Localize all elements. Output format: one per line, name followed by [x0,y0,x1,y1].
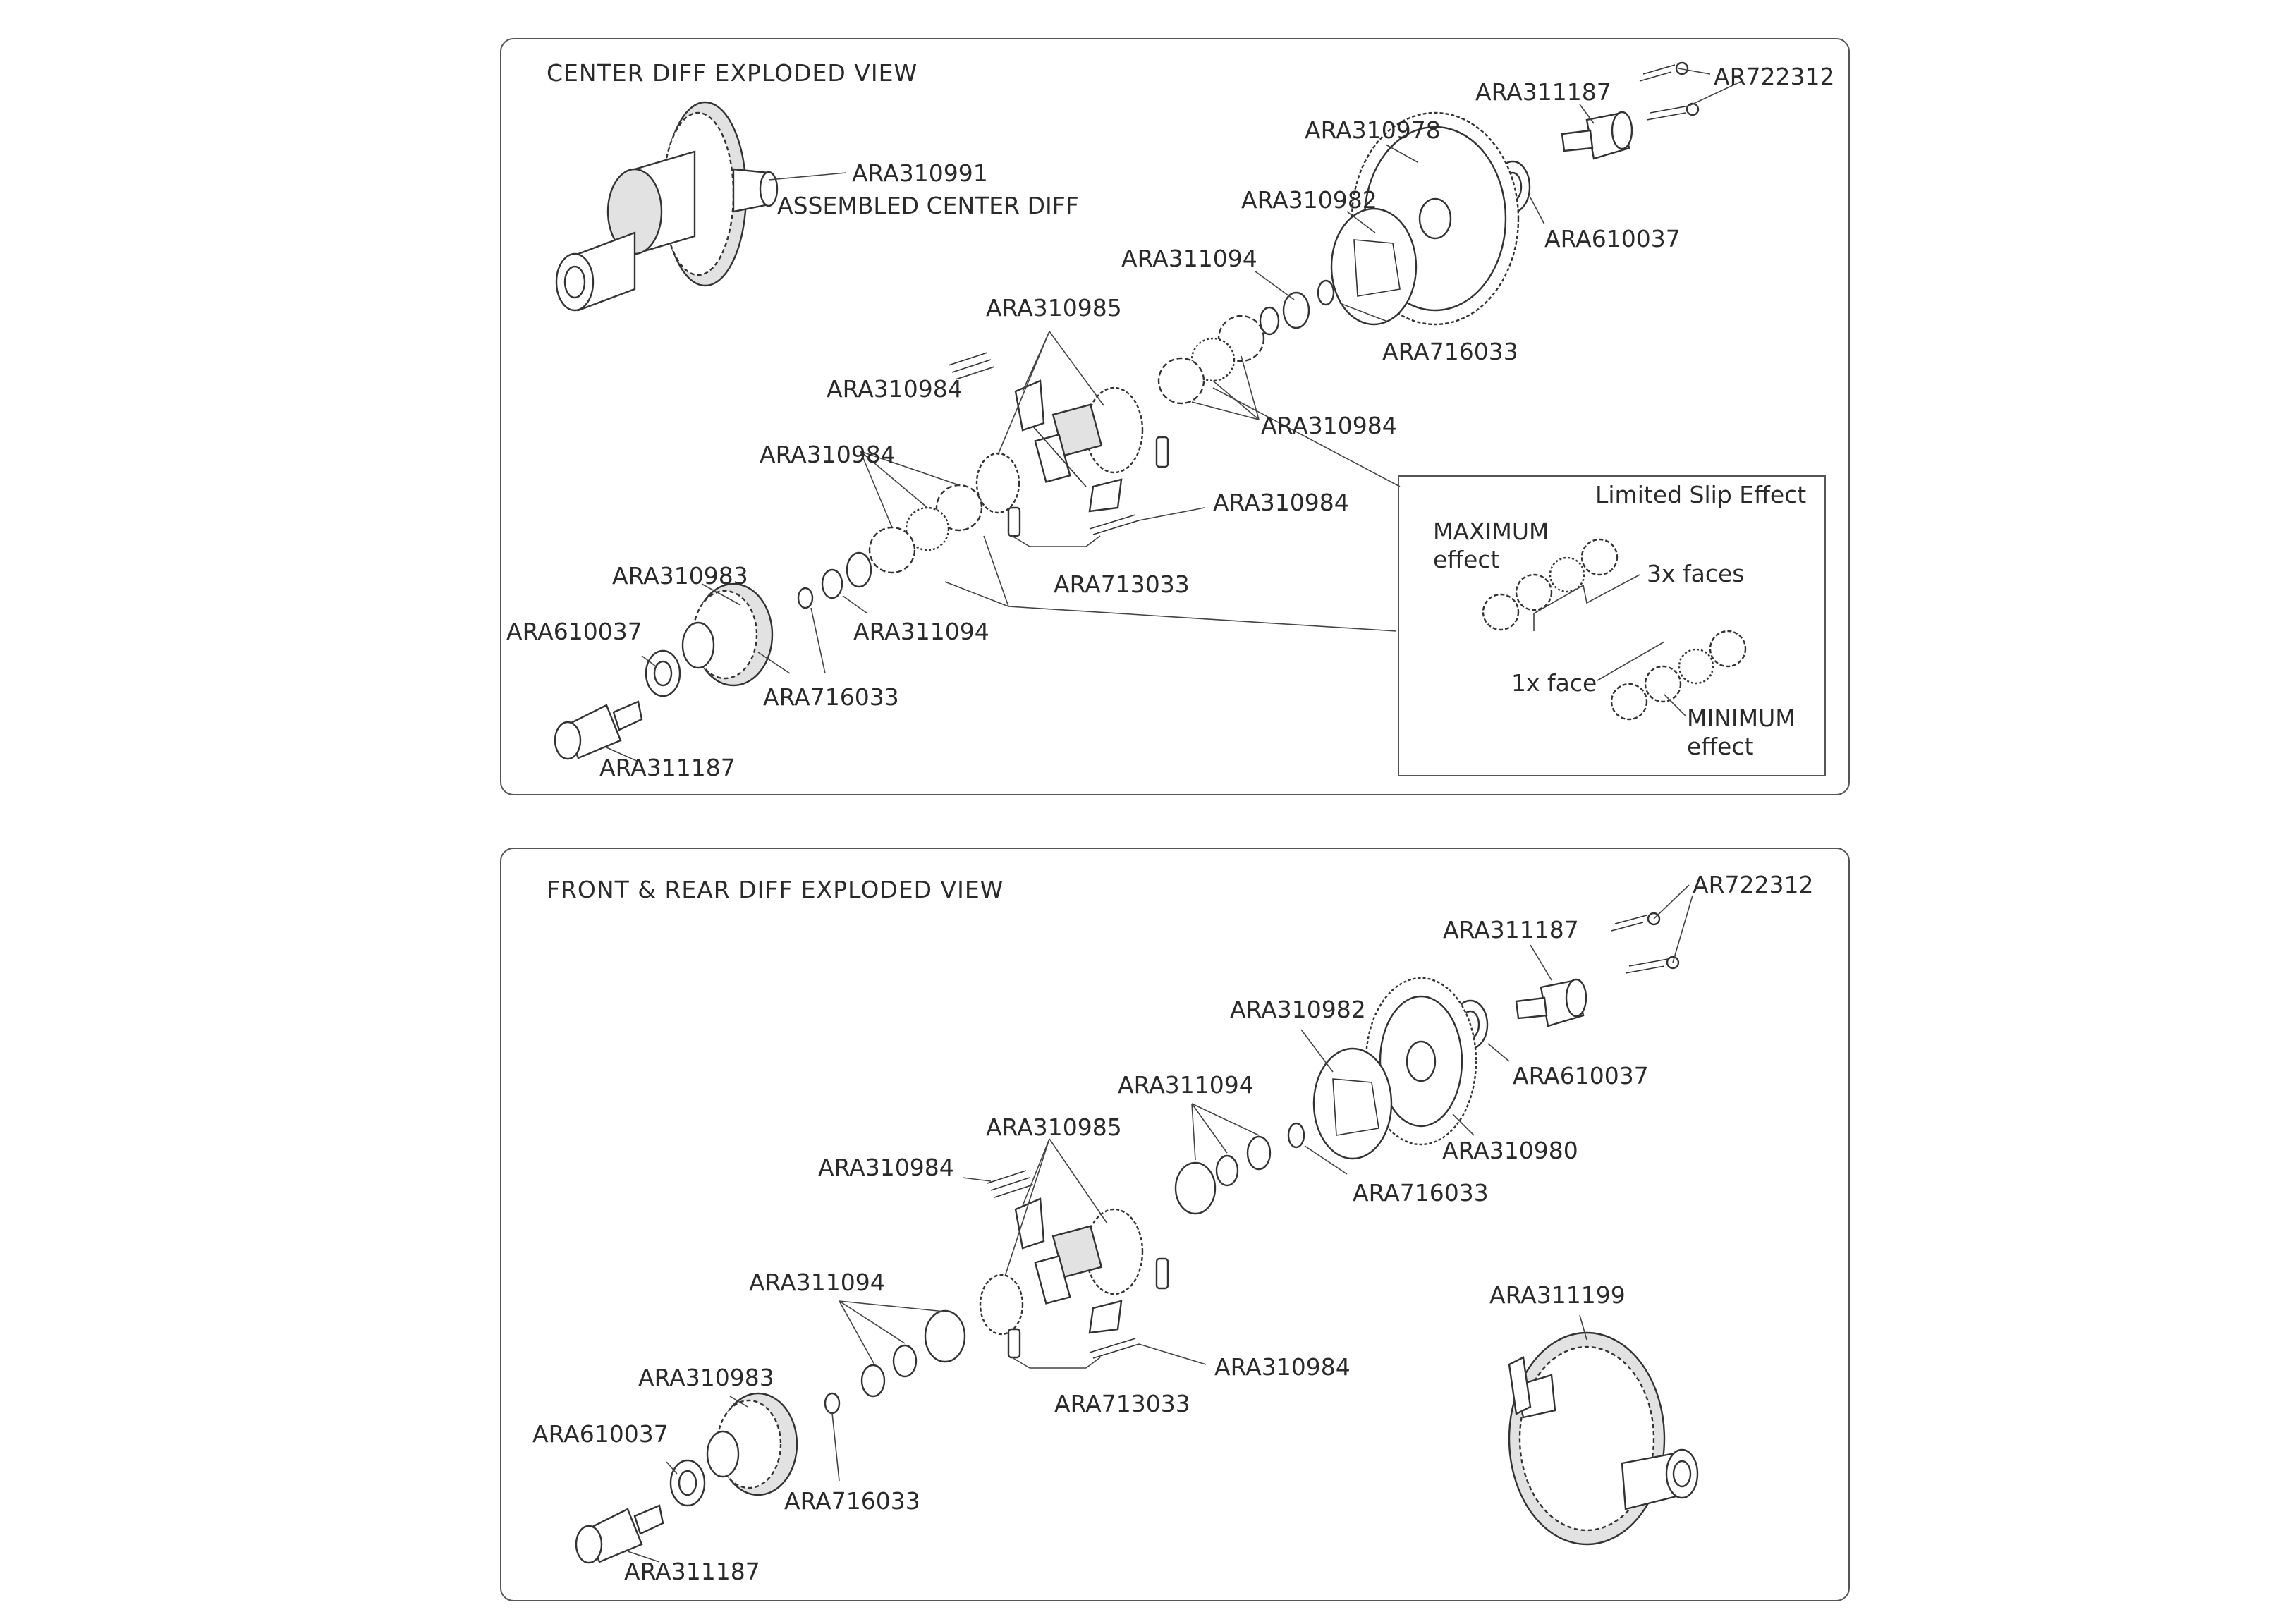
fr-top-washer-c [1174,1161,1217,1215]
fr-bottom-bearing-drawing [669,1459,706,1507]
center-bottom-washer-b [821,568,843,599]
label-fr-ara311094-bottom: ARA311094 [749,1269,885,1296]
fr-ring-gear-drawing [1365,977,1477,1146]
inset-maximum-line2: effect [1433,546,1499,573]
center-bottom-oring [797,587,814,609]
label-fr-ara310984-small: ARA310984 [818,1154,954,1181]
center-spider-gears-drawing [975,379,1169,537]
label-fr-ara310980: ARA310980 [1442,1137,1578,1164]
center-bottom-outdrive-drawing [554,700,643,760]
label-center-ara311187-top: ARA311187 [1475,78,1611,106]
front-rear-panel-title: FRONT & REAR DIFF EXPLODED VIEW [547,876,1004,903]
center-diff-panel [500,38,1850,795]
label-fr-ara310982: ARA310982 [1230,996,1366,1023]
label-center-ara311187-bottom: ARA311187 [599,754,736,781]
label-fr-ara311094-top: ARA311094 [1118,1071,1254,1099]
inset-min-stack-drawing [1597,630,1747,721]
label-center-ara713033: ARA713033 [1054,570,1190,598]
fr-top-washer-b [1215,1154,1239,1187]
label-center-ara310991: ARA310991 [852,159,988,187]
center-small-bevel-pin [1089,514,1140,535]
inset-minimum-line2: effect [1687,733,1753,760]
fr-bottom-oring [824,1392,841,1415]
label-center-ara310978: ARA310978 [1305,116,1441,144]
label-fr-ara610037-top: ARA610037 [1513,1062,1649,1089]
label-fr-ara310985: ARA310985 [986,1113,1122,1141]
label-center-ar722312: AR722312 [1714,63,1834,90]
center-top-outdrive-drawing [1561,61,1700,160]
inset-maximum-line1: MAXIMUM [1433,518,1549,545]
label-fr-ara716033-bottom: ARA716033 [784,1487,920,1515]
label-center-ara310982: ARA310982 [1241,186,1377,214]
label-center-assembled-caption: ASSEMBLED CENTER DIFF [777,192,1079,219]
label-center-ara311094-top: ARA311094 [1121,245,1257,272]
label-fr-ara713033: ARA713033 [1054,1390,1190,1417]
label-center-ara311094-bottom: ARA311094 [853,618,989,645]
label-center-ara716033-bottom: ARA716033 [763,683,899,711]
label-fr-ara716033-top: ARA716033 [1353,1179,1489,1207]
limited-slip-inset [1398,475,1826,776]
label-center-ara310984-small: ARA310984 [827,375,963,403]
fr-top-outdrive-drawing [1515,912,1680,1027]
label-center-ara310984-stack-right: ARA310984 [1261,412,1397,439]
label-fr-ara311187-top: ARA311187 [1443,916,1579,944]
center-bottom-bearing-drawing [645,649,681,697]
label-center-ara716033-top: ARA716033 [1382,338,1518,365]
assembled-center-diff-drawing [555,101,779,312]
label-center-ara310984-pin: ARA310984 [1213,489,1349,516]
center-panel-title: CENTER DIFF EXPLODED VIEW [547,59,918,87]
center-plate-stack-right [1157,315,1265,405]
label-center-ara310984-stack-left: ARA310984 [760,441,896,468]
center-diff-gasket-drawing [1330,207,1418,326]
fr-spider-gears-drawing [979,1197,1169,1359]
label-fr-ara310984-pin: ARA310984 [1214,1353,1351,1381]
fr-diff-case-drawing [706,1392,798,1496]
fr-bottom-washer-c [924,1309,966,1363]
center-plate-stack-left [868,484,983,574]
center-top-washer-a [1282,291,1310,329]
inset-max-stack-drawing [1482,538,1640,631]
inset-minimum-line1: MINIMUM [1687,704,1796,732]
inset-faces3: 3x faces [1647,560,1745,587]
label-fr-ara610037-bottom: ARA610037 [532,1420,669,1448]
label-fr-ar722312: AR722312 [1693,871,1813,898]
label-fr-ara311199: ARA311199 [1489,1281,1626,1309]
center-leader-lines [606,68,1743,762]
label-center-ara310985: ARA310985 [986,294,1122,322]
fr-bottom-washer-b [892,1344,918,1378]
front-rear-diff-panel [500,848,1850,1601]
center-diff-case-drawing [681,582,774,687]
center-bottom-washer-a [846,551,872,588]
fr-top-washer-a [1246,1135,1272,1171]
fr-assembled-diff-drawing [1508,1331,1699,1546]
label-center-ara310983: ARA310983 [612,562,748,590]
fr-top-oring [1287,1122,1305,1149]
inset-title: Limited Slip Effect [1595,481,1806,508]
fr-leader-lines [627,884,1693,1563]
fr-bottom-outdrive-drawing [575,1504,664,1564]
inset-faces1: 1x face [1511,669,1597,697]
label-center-ara610037-bottom: ARA610037 [506,618,642,645]
fr-small-bevel-pin [1089,1338,1140,1359]
center-top-oring [1317,279,1335,306]
fr-diff-gasket-drawing [1312,1047,1393,1160]
fr-small-bevel-top [987,1170,1034,1198]
label-center-ara610037-top: ARA610037 [1544,225,1681,252]
label-fr-ara310983: ARA310983 [638,1364,774,1391]
label-fr-ara311187-bottom: ARA311187 [624,1558,760,1585]
fr-bottom-washer-a [860,1364,886,1398]
center-top-washer-b [1259,306,1280,336]
